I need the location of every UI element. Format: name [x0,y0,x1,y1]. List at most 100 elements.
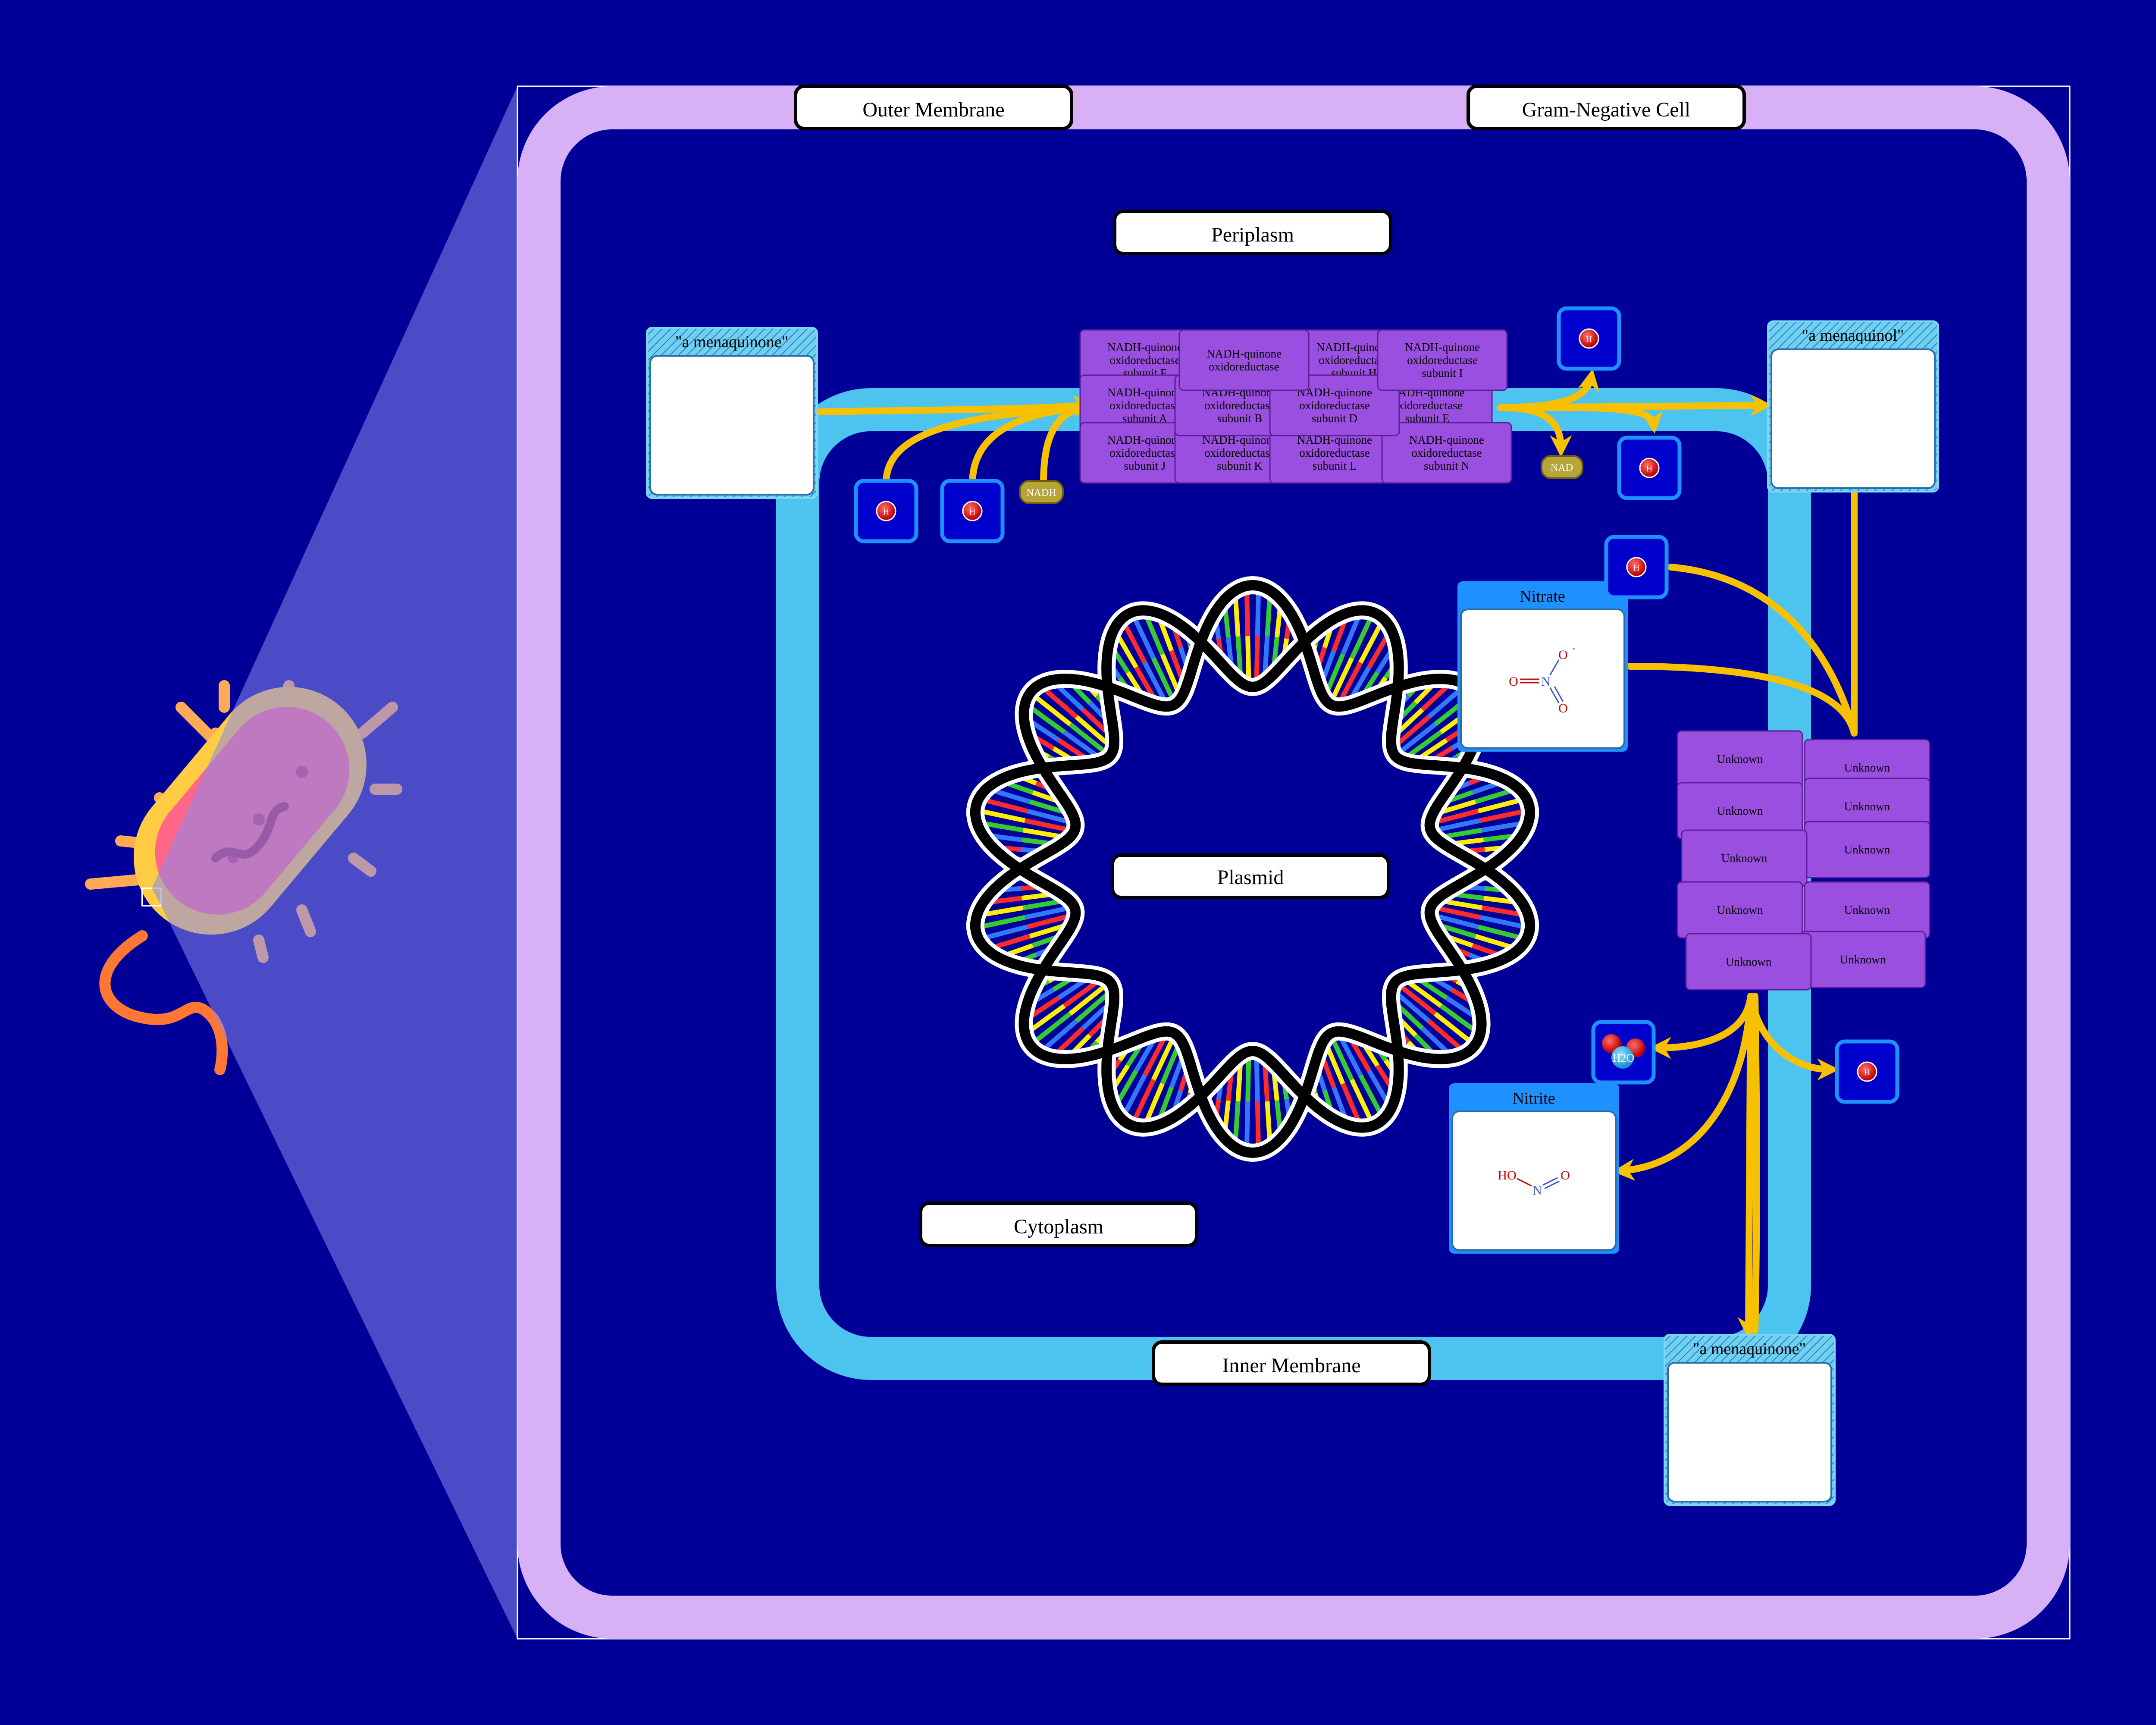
inner-membrane-label: Inner Membrane [1152,1340,1431,1386]
svg-text:Gram-Negative Cell: Gram-Negative Cell [1522,98,1691,121]
protein-label: NADH-quinone [1107,433,1182,446]
svg-text:-: - [1572,643,1575,653]
nar-subunit-unknown[interactable]: Unknown [1681,829,1808,887]
metabolite-h-ion[interactable]: H [854,479,918,543]
metabolite-nitrate[interactable]: Nitrate O N O O - [1457,581,1628,752]
metabolite-menaquinol[interactable]: "a menaquinol" [1767,320,1939,492]
metabolite-nad[interactable]: NAD [1541,455,1583,479]
svg-text:Nitrate: Nitrate [1520,587,1565,605]
protein-label: oxidoreductase [1204,446,1275,459]
cytoplasm-label: Cytoplasm [919,1201,1198,1247]
svg-text:O: O [1561,1168,1570,1182]
nar-subunit-unknown[interactable]: Unknown [1799,931,1926,988]
protein-label: NADH-quinone [1405,341,1480,354]
nar-subunit-unknown[interactable]: Unknown [1685,933,1812,991]
nar-subunit-unknown[interactable]: Unknown [1677,782,1803,840]
metabolite-h2o[interactable]: H2O [1591,1020,1656,1085]
nar-subunit-unknown[interactable]: Unknown [1804,778,1930,835]
svg-text:O: O [1509,674,1518,689]
nitrate-reductase-complex: UnknownUnknownUnknownUnknownUnknownUnkno… [1677,730,1930,991]
arrow-nar-to-nitrite [1612,993,1754,1181]
svg-text:O: O [1558,648,1568,662]
svg-text:HO: HO [1498,1168,1516,1182]
nitrite-structure: HO N O [1498,1168,1570,1198]
protein-label: Unknown [1721,852,1767,865]
metabolite-nadh[interactable]: NADH [1019,480,1064,504]
nar-subunit-unknown[interactable]: Unknown [1677,881,1803,939]
protein-label: subunit J [1124,459,1166,472]
protein-label: oxidoreductase [1299,446,1369,459]
svg-text:"a menaquinone": "a menaquinone" [1693,1340,1806,1358]
ion-group: H H H H H H H2O [854,306,1899,1104]
protein-label: oxidoreductase [1209,360,1279,373]
metabolite-menaquinone-bottom[interactable]: "a menaquinone" [1664,1334,1836,1506]
arrow-h-in-2 [969,404,1086,484]
plasmid [966,576,1539,1162]
svg-text:Inner Membrane: Inner Membrane [1222,1354,1360,1377]
protein-label: subunit L [1313,459,1357,472]
metabolite-menaquinone-left[interactable]: "a menaquinone" [646,327,818,499]
nar-subunit-unknown[interactable]: Unknown [1677,730,1803,788]
metabolite-h-ion[interactable]: H [1557,306,1621,371]
svg-text:"a menaquinol": "a menaquinol" [1802,326,1904,345]
arrow-h-out-2 [1497,404,1663,434]
protein-label: subunit B [1217,412,1262,425]
outer-membrane [517,86,2070,1639]
outer-membrane-label: Outer Membrane [794,85,1073,130]
plasmid-label: Plasmid [1111,853,1390,899]
svg-text:Outer Membrane: Outer Membrane [862,98,1004,121]
protein-label: oxidoreductase [1109,399,1180,412]
metabolite-nitrite[interactable]: Nitrite HO N O [1449,1083,1619,1254]
metabolite-h-ion[interactable]: H [1617,436,1682,500]
metabolite-h-ion[interactable]: H [1835,1039,1899,1104]
protein-label: oxidoreductase [1204,399,1275,412]
metabolite-h-ion[interactable]: H [1604,535,1669,599]
h-ion-label: H [1646,464,1652,474]
nar-subunit-unknown[interactable]: Unknown [1804,881,1930,939]
arrow-nar-to-menaquinone-2 [1752,993,1760,1334]
protein-label: Unknown [1717,804,1763,817]
h-ion-label: H [883,507,889,517]
h2o-label: H2O [1613,1052,1635,1064]
protein-label: oxidoreductase [1407,354,1477,367]
arrow-nadh-in [1040,404,1086,486]
h-ion-label: H [1864,1068,1870,1077]
metabolite-h-ion[interactable]: H [940,479,1005,543]
protein-label: NADH-quinone [1206,347,1282,360]
protein-label: NADH-quinone [1107,386,1182,399]
protein-label: Unknown [1717,753,1763,765]
svg-text:N: N [1532,1183,1542,1198]
svg-text:NADH: NADH [1026,487,1056,499]
periplasm-label: Periplasm [1113,210,1392,255]
h-ion-label: H [1633,563,1639,573]
svg-text:Cytoplasm: Cytoplasm [1014,1215,1103,1238]
protein-label: oxidoreductase [1411,446,1482,459]
arrow-nar-to-menaquinone [1737,993,1760,1339]
arrow-h-to-nar [1667,564,1858,737]
svg-text:NAD: NAD [1551,462,1573,474]
arrow-nar-to-h2o [1649,993,1754,1059]
protein-label: NADH-quinone [1107,341,1182,354]
protein-label: oxidoreductase [1299,399,1369,412]
plasmid-strand-b [970,605,1536,1158]
protein-label: subunit D [1312,412,1357,425]
arrow-h-in-1 [883,404,1086,484]
nar-subunit-unknown[interactable]: Unknown [1804,821,1930,878]
protein-label: Unknown [1840,953,1886,966]
protein-label: Unknown [1717,903,1763,916]
reaction-arrows [816,368,1858,1339]
svg-text:N: N [1541,674,1551,689]
svg-text:O: O [1558,701,1568,715]
svg-text:Nitrite: Nitrite [1512,1089,1555,1107]
h-ion-label: H [969,507,975,517]
protein-label: Unknown [1844,761,1890,774]
protein-label: NADH-quinone [1297,386,1372,399]
protein-label: subunit I [1422,367,1463,380]
protein-label: subunit N [1424,459,1470,472]
